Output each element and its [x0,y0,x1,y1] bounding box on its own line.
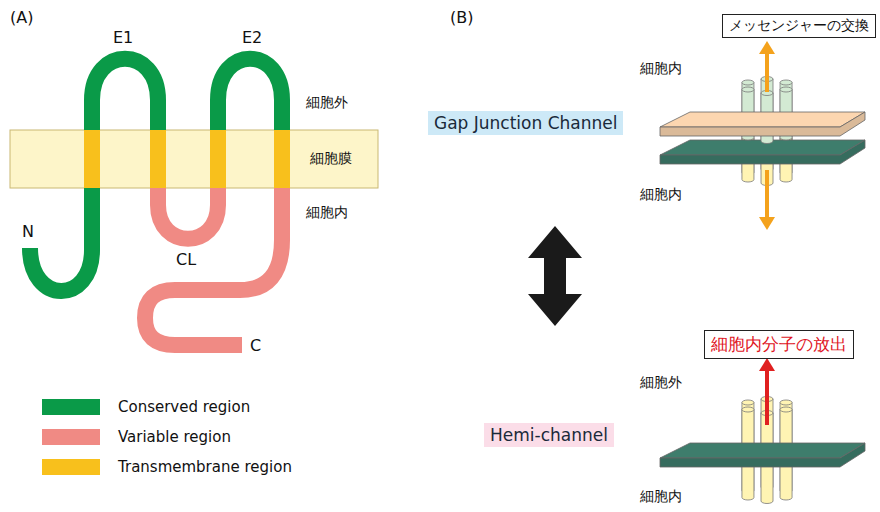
node-text: メッセンジャーの交換 [729,17,869,35]
part-label: 細胞内 [640,488,682,506]
release-box: 細胞内分子の放出 [704,330,854,359]
protein-segment [145,188,282,345]
part-label: CL [176,250,196,269]
node-text: Gap Junction Channel [434,113,617,133]
cylinder-top [742,407,754,412]
panel-label: (B) [450,8,473,27]
protein-segment [274,130,290,188]
flow-arrow [765,368,769,425]
node-text: Hemi-channel [490,425,608,445]
node-text: 細胞膜 [310,150,352,168]
part-label: 細胞内 [640,60,682,78]
panel-label: (A) [10,8,33,27]
legend-entry: Conserved region [42,398,250,416]
flow-arrow [765,51,769,92]
title-tag: Gap Junction Channel [428,111,623,135]
part-label: 細胞外 [306,94,348,112]
legend-text: Conserved region [118,398,250,416]
double-arrow [528,226,582,326]
part-label: 細胞内 [306,204,348,222]
cylinder-top [780,87,792,92]
membrane-plate-edge [660,112,865,136]
arrow-head [759,217,775,230]
legend-swatch [42,399,100,415]
gap-junction-illustration [660,41,865,230]
legend-text: Transmembrane region [118,458,292,476]
protein-segment [84,130,100,188]
hemichannel-illustration [660,358,865,504]
connexin-topology [30,59,282,345]
arrow-head [759,358,775,371]
cylinder-top [780,80,792,85]
cylinder-top [742,400,754,405]
node-text: 細胞内分子の放出 [711,333,847,356]
protein-segment [158,188,218,239]
title-tag: Hemi-channel [484,423,614,447]
legend-entry: Transmembrane region [42,458,292,476]
protein-segment [92,59,158,130]
membrane-plate [660,112,865,127]
membrane-plate-edge [660,140,865,164]
membrane-fill [10,130,378,188]
flow-arrow [765,170,769,220]
cylinder-top [742,80,754,85]
legend-text: Variable region [118,428,231,446]
arrow-head [759,41,775,54]
part-label: E1 [113,28,133,47]
part-label: N [22,222,34,241]
protein-segment [30,188,92,291]
legend-swatch [42,459,100,475]
membrane-plate-edge [660,443,865,467]
legend-swatch [42,429,100,445]
membrane-plate [660,443,865,458]
part-label: 細胞外 [640,374,682,392]
part-label: 細胞内 [640,186,682,204]
legend-entry: Variable region [42,428,231,446]
protein-segment [218,59,282,130]
cylinder-top [780,407,792,412]
protein-segment [210,130,226,188]
cylinder-top [780,400,792,405]
message-box: メッセンジャーの交換 [722,14,876,38]
part-label: E2 [242,28,262,47]
cylinder-top [742,87,754,92]
protein-segment [150,130,166,188]
membrane-band: 細胞膜 [10,130,378,188]
part-label: C [250,336,261,355]
